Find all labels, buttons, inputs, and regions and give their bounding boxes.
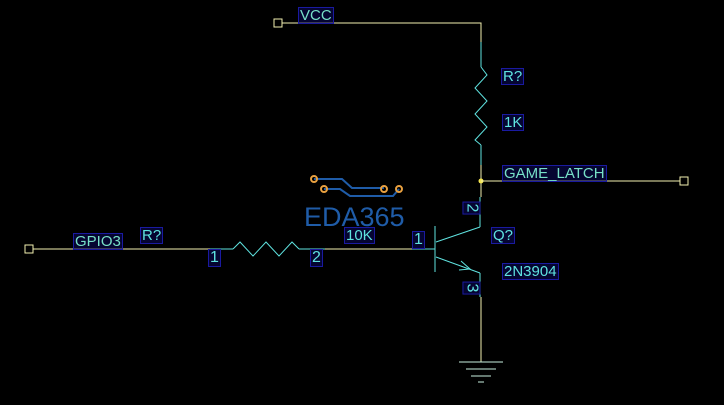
q-designator[interactable]: Q? <box>490 227 516 244</box>
r-base-pin1: 1 <box>208 249 221 267</box>
vcc-wire[interactable] <box>282 22 482 42</box>
transistor-npn-symbol[interactable] <box>412 197 481 297</box>
gpio3-port-icon[interactable] <box>24 244 34 254</box>
game-latch-label[interactable]: GAME_LATCH <box>502 165 607 182</box>
q-pin-emitter: 3 <box>461 281 481 295</box>
q-pin-base: 1 <box>412 231 425 249</box>
vcc-label[interactable]: VCC <box>298 7 334 24</box>
r-base-pin2: 2 <box>310 249 323 267</box>
q-pin-collector: 2 <box>461 201 481 215</box>
r-pullup-designator[interactable]: R? <box>500 68 525 85</box>
game-latch-port-icon[interactable] <box>679 176 689 186</box>
r-base-designator[interactable]: R? <box>139 227 164 244</box>
watermark-text: EDA365 <box>304 202 405 232</box>
r-pullup-value[interactable]: 1K <box>501 114 525 131</box>
resistor-base-symbol[interactable] <box>210 241 325 257</box>
q-value[interactable]: 2N3904 <box>502 263 559 280</box>
r-base-value[interactable]: 10K <box>344 227 375 244</box>
vcc-port-icon[interactable] <box>273 18 283 28</box>
ground-icon <box>459 361 503 383</box>
gpio3-label[interactable]: GPIO3 <box>73 233 123 250</box>
watermark-logo-icon <box>310 175 403 197</box>
resistor-pullup-symbol[interactable] <box>474 42 488 165</box>
